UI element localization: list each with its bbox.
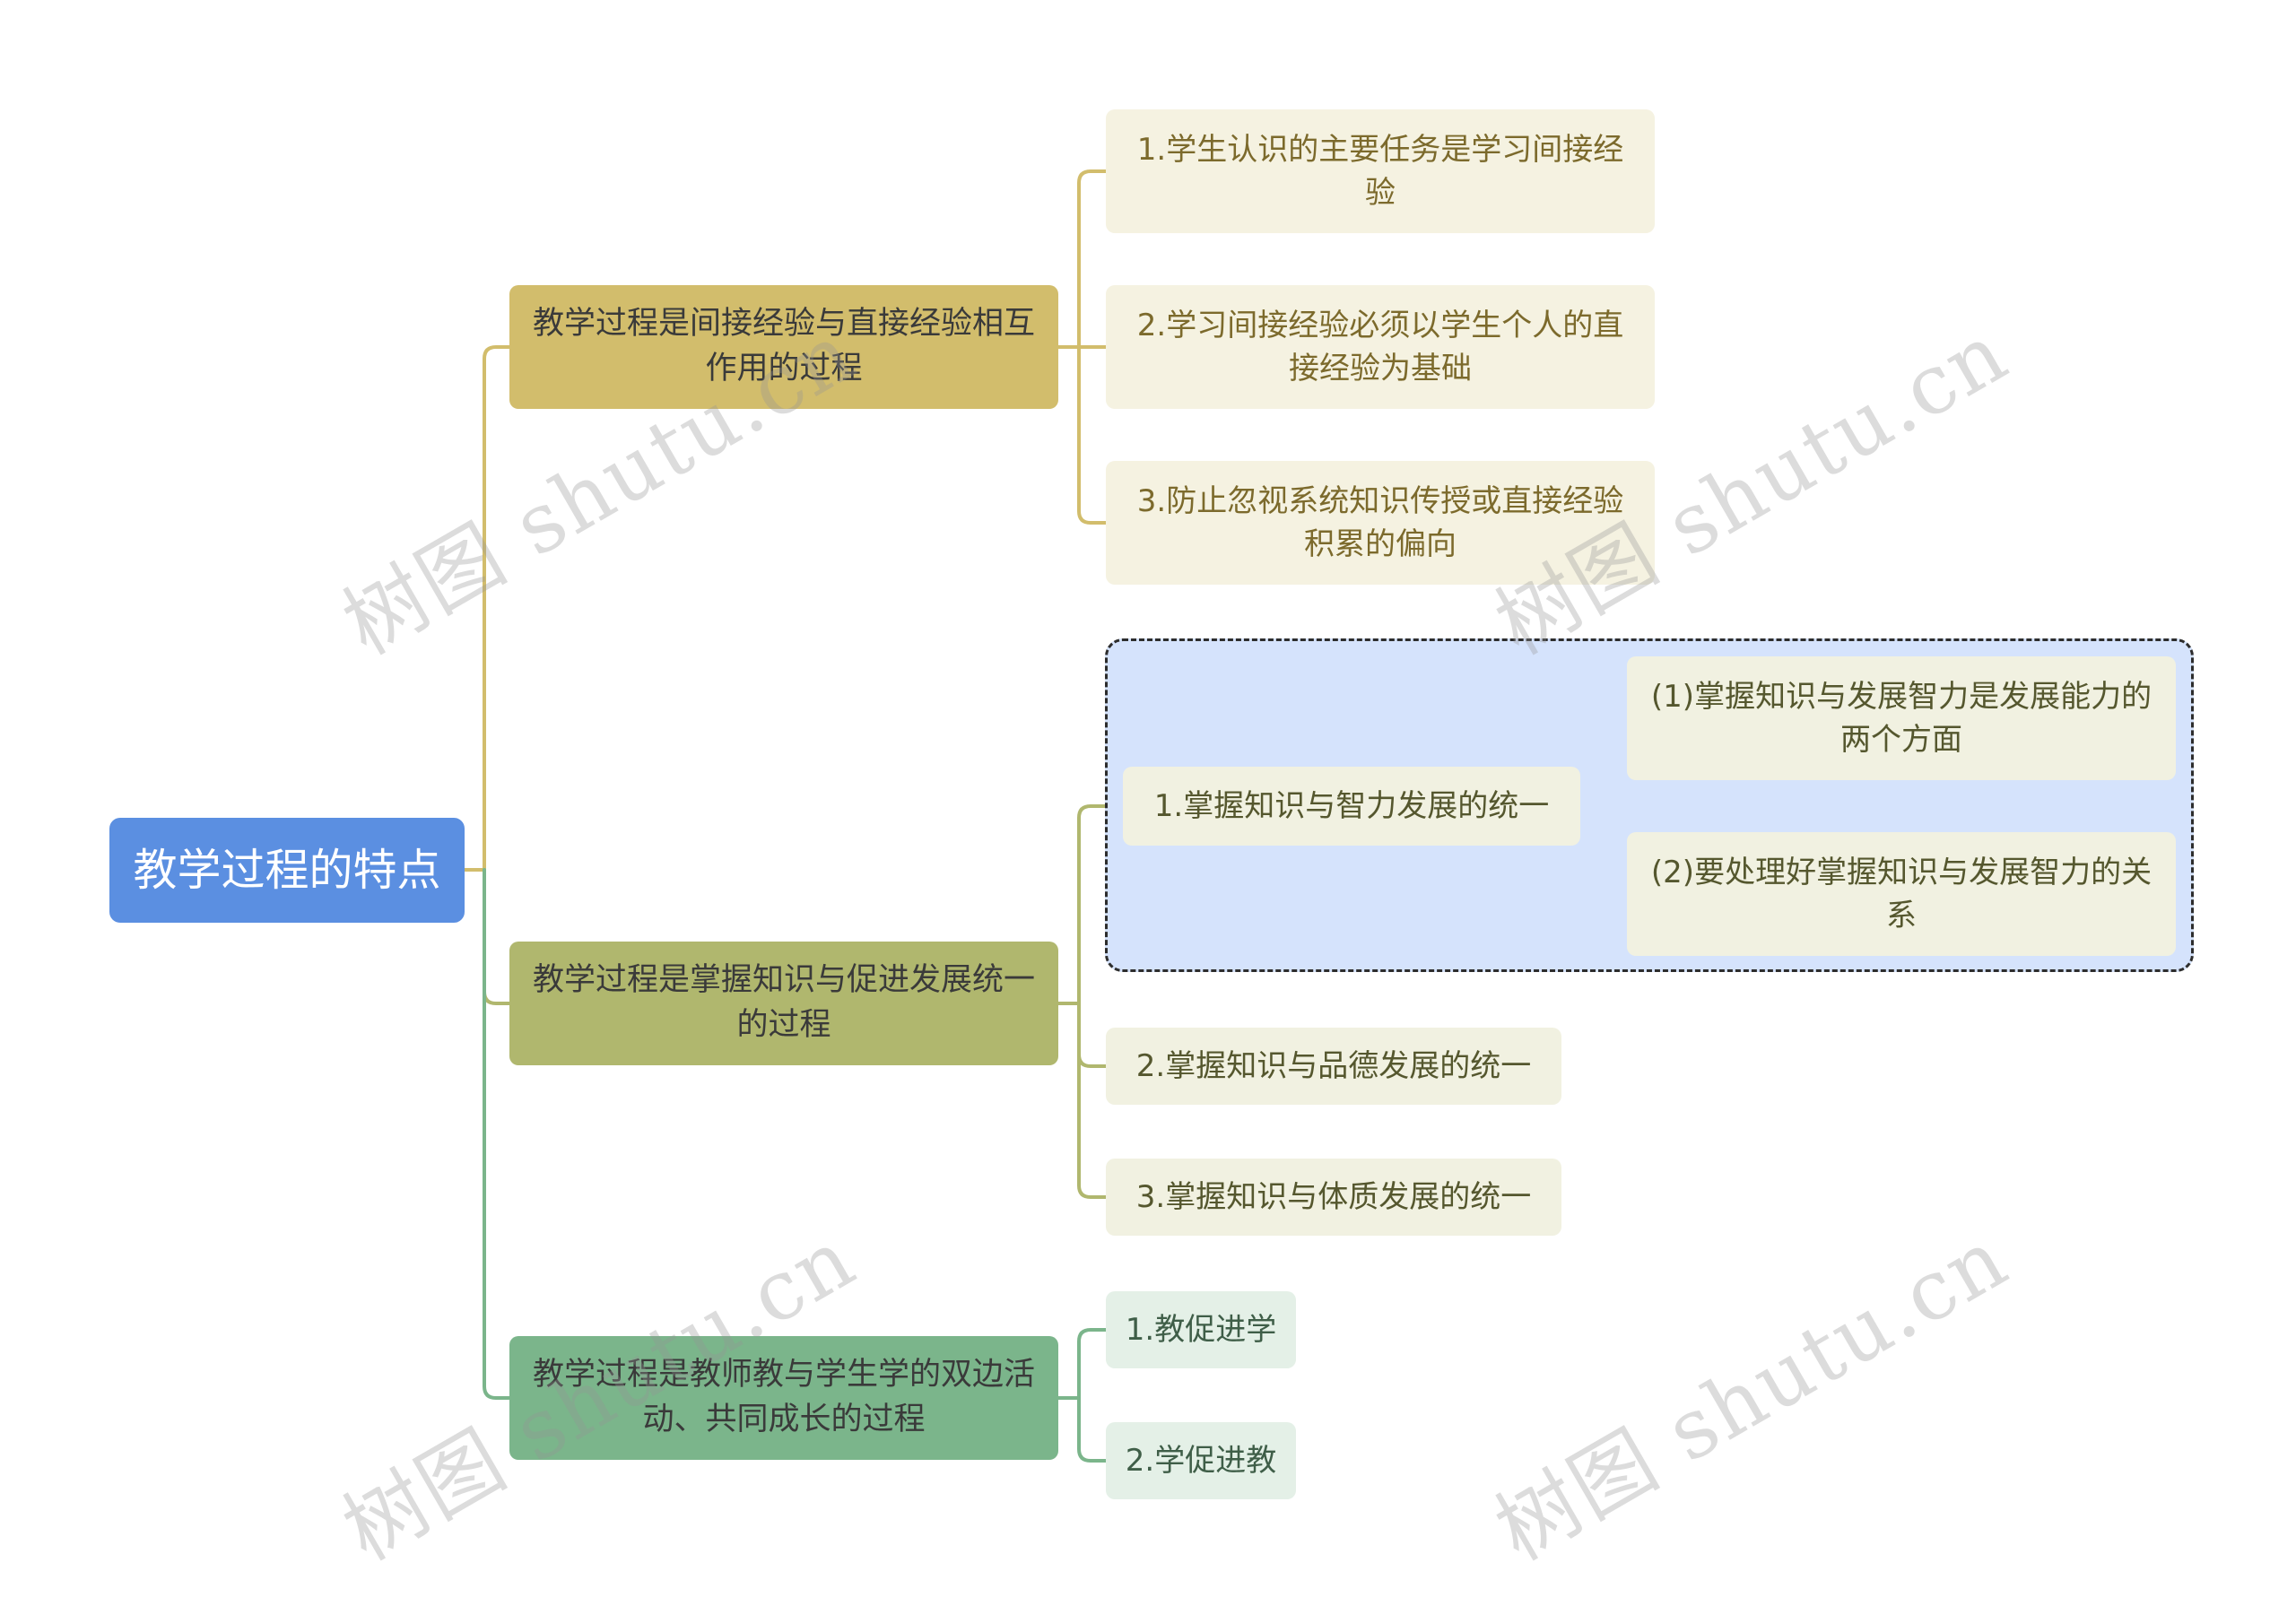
link-root-b3 xyxy=(483,868,511,1400)
leaf-node-3-1[interactable]: 1.教促进学 xyxy=(1106,1291,1296,1368)
leaf-node-3-2[interactable]: 2.学促进教 xyxy=(1106,1422,1296,1499)
link-b3-l2 xyxy=(1077,1396,1108,1463)
branch-node-2[interactable]: 教学过程是掌握知识与促进发展统一的过程 xyxy=(509,942,1058,1065)
subleaf-node-2-1-2[interactable]: (2)要处理好掌握知识与发展智力的关系 xyxy=(1627,832,2176,956)
leaf-node-1-2[interactable]: 2.学习间接经验必须以学生个人的直接经验为基础 xyxy=(1106,285,1655,409)
link-b1-l1 xyxy=(1057,169,1108,349)
leaf-node-2-1[interactable]: 1.掌握知识与智力发展的统一 xyxy=(1123,767,1580,846)
link-root-b1 xyxy=(463,345,511,872)
leaf-node-2-2[interactable]: 2.掌握知识与品德发展的统一 xyxy=(1106,1028,1561,1105)
link-b2-l1 xyxy=(1057,804,1125,1005)
branch-node-1[interactable]: 教学过程是间接经验与直接经验相互作用的过程 xyxy=(509,285,1058,409)
link-b3-l1 xyxy=(1057,1328,1108,1400)
link-b2-l2 xyxy=(1077,1002,1108,1068)
root-node[interactable]: 教学过程的特点 xyxy=(109,818,465,923)
branch-node-3[interactable]: 教学过程是教师教与学生学的双边活动、共同成长的过程 xyxy=(509,1336,1058,1460)
link-b1-l3 xyxy=(1077,345,1108,525)
subleaf-node-2-1-1[interactable]: (1)掌握知识与发展智力是发展能力的两个方面 xyxy=(1627,656,2176,780)
leaf-node-1-3[interactable]: 3.防止忽视系统知识传授或直接经验积累的偏向 xyxy=(1106,461,1655,585)
leaf-node-1-1[interactable]: 1.学生认识的主要任务是学习间接经验 xyxy=(1106,109,1655,233)
link-b2-l3 xyxy=(1077,1002,1108,1199)
leaf-node-2-3[interactable]: 3.掌握知识与体质发展的统一 xyxy=(1106,1159,1561,1236)
link-root-b2 xyxy=(483,868,511,1005)
